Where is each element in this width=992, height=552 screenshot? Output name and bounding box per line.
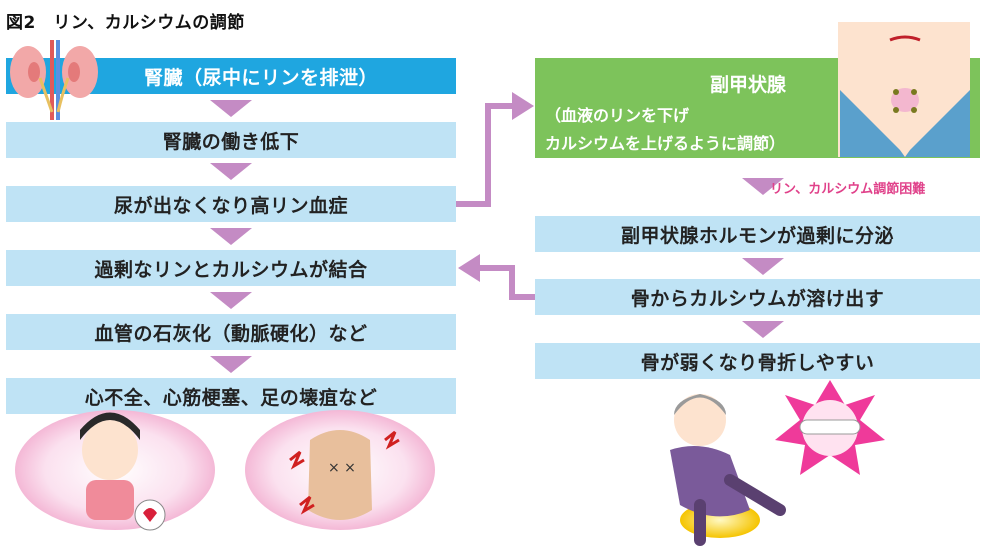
connector-to-bind	[478, 265, 535, 300]
down-arrow-4	[210, 292, 252, 309]
down-arrow-8	[742, 321, 784, 338]
regulation-difficulty-note: リン、カルシウム調節困難	[770, 182, 926, 197]
neck-icon	[838, 22, 970, 157]
broken-bone-icon	[775, 380, 885, 475]
kidney-box-label: 腎臓（尿中にリンを排泄）	[143, 66, 378, 89]
parathyroid-title: 副甲状腺	[710, 74, 787, 96]
down-arrow-3	[210, 228, 252, 245]
calcium-dissolve-box: 骨からカルシウムが溶け出す	[535, 279, 980, 315]
parathyroid-sub2: カルシウムを上げるように調節）	[545, 134, 786, 153]
pth-excess-box: 副甲状腺ホルモンが過剰に分泌	[535, 216, 980, 252]
fracture-box: 骨が弱くなり骨折しやすい	[535, 343, 980, 379]
chest-pain-person-icon	[15, 410, 215, 531]
calcification-box: 血管の石灰化（動脈硬化）など	[6, 314, 456, 350]
down-arrow-5	[210, 356, 252, 373]
down-arrow-2	[210, 163, 252, 180]
down-arrow-6	[742, 178, 784, 195]
hyperphosphatemia-box: 尿が出なくなり高リン血症	[6, 186, 456, 222]
phosphorus-calcium-bind-box: 過剰なリンとカルシウムが結合	[6, 250, 456, 286]
svg-text:× ×: × ×	[328, 460, 356, 476]
painful-foot-icon: × ×	[245, 410, 435, 530]
connector-to-parathyroid	[456, 103, 514, 207]
kidney-decline-box: 腎臓の働き低下	[6, 122, 456, 158]
falling-elderly-icon	[670, 394, 786, 546]
connector-arrowhead-right	[512, 92, 534, 120]
parathyroid-sub1: （血液のリンを下げ	[545, 106, 690, 125]
connector-arrowhead-left	[458, 254, 480, 282]
down-arrow-7	[742, 258, 784, 275]
heart-failure-box: 心不全、心筋梗塞、足の壊疽など	[6, 378, 456, 414]
figure-title: 図2 リン、カルシウムの調節	[6, 13, 245, 33]
down-arrow-1	[210, 100, 252, 117]
kidney-icon	[10, 40, 98, 120]
